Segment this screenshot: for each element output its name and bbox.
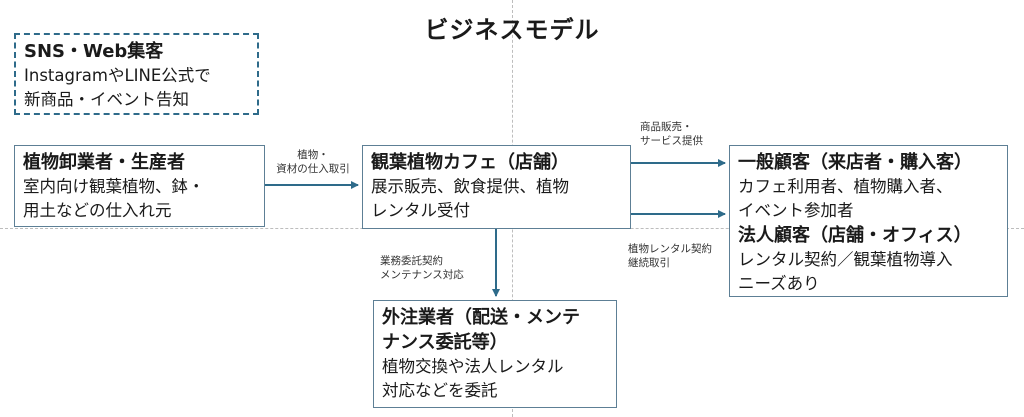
edge-label-supply: 植物・ 資材の仕入取引 xyxy=(276,149,350,175)
customers-box: 一般顧客（来店者・購入客） カフェ利用者、植物購入者、 イベント参加者 法人顧客… xyxy=(729,145,1008,297)
corporate-customer-line-2: ニーズあり xyxy=(738,274,820,293)
general-customer-heading: 一般顧客（来店者・購入客） xyxy=(738,152,972,173)
corporate-customer-line-1: レンタル契約／観葉植物導入 xyxy=(738,250,953,269)
cafe-line-2: レンタル受付 xyxy=(371,201,470,220)
contractor-box: 外注業者（配送・メンテ ナンス委託等） 植物交換や法人レンタル 対応などを委託 xyxy=(373,300,617,408)
sns-line-2: 新商品・イベント告知 xyxy=(24,90,189,109)
contractor-heading-line-2: ナンス委託等） xyxy=(382,332,508,353)
supplier-heading: 植物卸業者・生産者 xyxy=(23,152,185,173)
general-customer-line-1: カフェ利用者、植物購入者、 xyxy=(738,177,953,196)
diagram-title: ビジネスモデル xyxy=(424,16,600,44)
supplier-box: 植物卸業者・生産者 室内向け観葉植物、鉢・ 用土などの仕入れ元 xyxy=(14,145,265,227)
sns-heading: SNS・Web集客 xyxy=(24,41,164,62)
contractor-heading-line-1: 外注業者（配送・メンテ xyxy=(382,307,580,328)
supplier-line-1: 室内向け観葉植物、鉢・ xyxy=(23,177,205,196)
edge-label-sales: 商品販売・ サービス提供 xyxy=(640,121,703,147)
contractor-line-1: 植物交換や法人レンタル xyxy=(382,357,564,376)
cafe-line-1: 展示販売、飲食提供、植物 xyxy=(371,177,569,196)
supplier-line-2: 用土などの仕入れ元 xyxy=(23,201,172,220)
contractor-line-2: 対応などを委託 xyxy=(382,381,498,400)
general-customer-line-2: イベント参加者 xyxy=(738,201,854,220)
edge-label-rental: 植物レンタル契約 継続取引 xyxy=(628,243,712,269)
sns-line-1: InstagramやLINE公式で xyxy=(24,66,211,85)
cafe-heading: 観葉植物カフェ（店舗） xyxy=(371,152,569,173)
edge-label-outsource: 業務委託契約 メンテナンス対応 xyxy=(380,255,464,281)
sns-box: SNS・Web集客 InstagramやLINE公式で 新商品・イベント告知 xyxy=(14,33,259,115)
corporate-customer-heading: 法人顧客（店舗・オフィス） xyxy=(738,225,972,246)
cafe-box: 観葉植物カフェ（店舗） 展示販売、飲食提供、植物 レンタル受付 xyxy=(362,145,631,229)
